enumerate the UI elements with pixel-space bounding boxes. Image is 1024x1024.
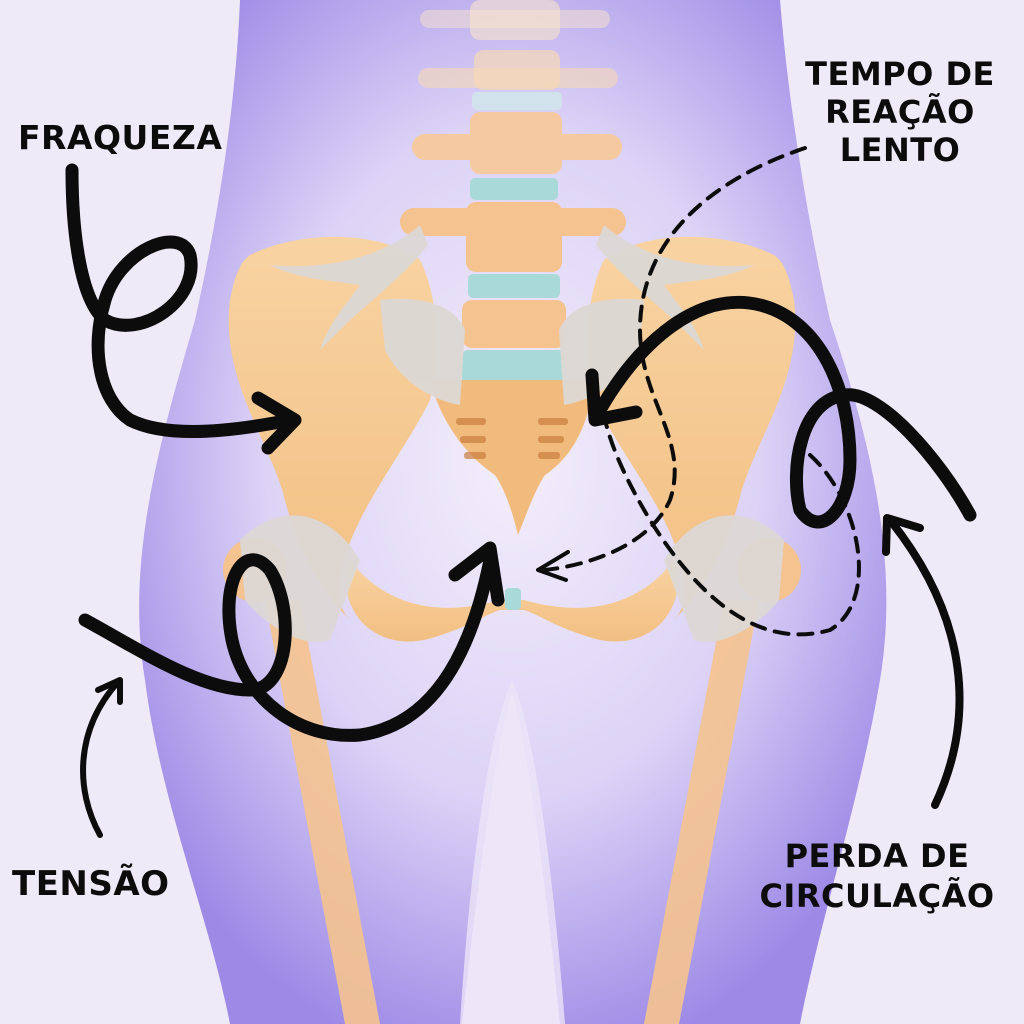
label-slow-reaction-line-1: TEMPO DE — [805, 55, 995, 93]
annotation-arrows — [65, 146, 977, 838]
label-slow-reaction-line-2: REAÇÃO — [825, 92, 975, 131]
label-slow-reaction-line-3: LENTO — [839, 130, 961, 169]
ligaments — [240, 225, 784, 642]
label-slow-reaction: TEMPO DE REAÇÃO LENTO — [790, 55, 1010, 169]
label-weakness: FRAQUEZA — [18, 118, 223, 157]
label-circulation-loss-line-1: PERDA DE — [784, 837, 970, 875]
lumbar-spine — [400, 0, 626, 386]
label-circulation-loss: PERDA DE CIRCULAÇÃO — [742, 836, 1012, 916]
slow-reaction-arrow — [543, 146, 807, 572]
label-tension: TENSÃO — [12, 864, 170, 904]
weakness-arrow — [65, 163, 297, 438]
circulation-loss-arrow — [593, 295, 977, 529]
tension-arrow — [78, 553, 497, 742]
label-circulation-loss-line-2: CIRCULAÇÃO — [759, 877, 995, 915]
